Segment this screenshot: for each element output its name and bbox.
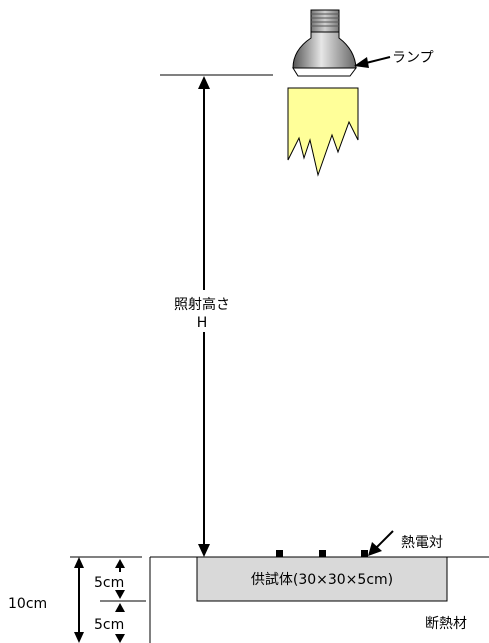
dimension-5cm-top-arrow <box>115 559 125 599</box>
height-arrow <box>198 76 210 557</box>
thermocouple-label: 熱電対 <box>401 535 443 551</box>
lamp-label: ランプ <box>392 50 434 66</box>
specimen-block <box>196 556 448 602</box>
thermocouple-pointer-arrow <box>368 530 394 556</box>
lamp-icon <box>292 9 357 77</box>
light-rays <box>287 87 359 177</box>
thermocouple-point <box>276 550 283 557</box>
thermocouple-point <box>361 550 368 557</box>
thermocouple-point <box>319 550 326 557</box>
dimension-10cm-label: 10cm <box>8 596 47 612</box>
dimension-5cm-bottom-arrow <box>115 603 125 643</box>
height-label: 照射高さ <box>174 296 230 313</box>
height-symbol: H <box>197 315 208 331</box>
dimension-5cm-top-label: 5cm <box>94 575 124 591</box>
lamp-pointer-arrow <box>354 56 391 68</box>
specimen-label: 供試体(30×30×5cm) <box>251 572 393 588</box>
dimension-10cm-arrow <box>74 557 84 643</box>
insulation-label: 断熱材 <box>425 616 467 632</box>
dimension-5cm-bottom-label: 5cm <box>94 617 124 633</box>
